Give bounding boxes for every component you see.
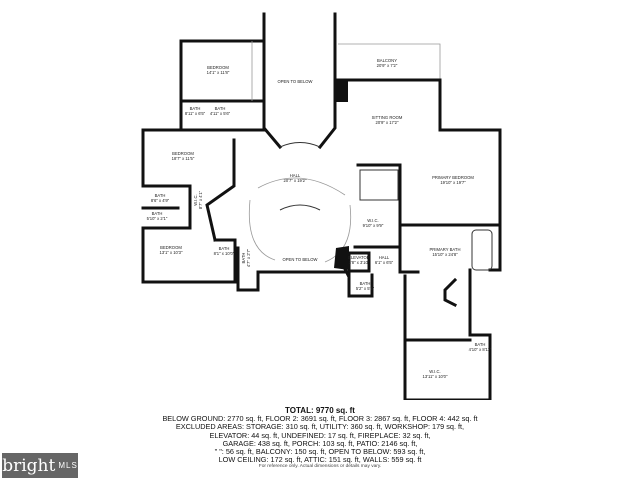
logo-suffix: MLS: [58, 461, 78, 470]
svg-text:BATH: BATH: [155, 193, 166, 198]
svg-text:BALCONY: BALCONY: [377, 58, 397, 63]
svg-text:6'1" x 6'5": 6'1" x 6'5": [375, 260, 394, 265]
walls: [141, 12, 502, 400]
svg-text:9'10" x 9'9": 9'10" x 9'9": [363, 223, 384, 228]
svg-text:W.I.C.: W.I.C.: [193, 194, 198, 205]
room-label: OPEN TO BELOW: [283, 257, 318, 262]
logo-brand: bright: [2, 455, 56, 476]
svg-text:8'1" x 10'0": 8'1" x 10'0": [214, 251, 235, 256]
svg-text:BATH: BATH: [475, 342, 486, 347]
svg-text:ELEVATOR: ELEVATOR: [348, 255, 370, 260]
svg-text:HALL: HALL: [379, 255, 390, 260]
svg-text:5'10" x 2'1": 5'10" x 2'1": [147, 216, 168, 221]
svg-text:18'7" x 11'5": 18'7" x 11'5": [172, 156, 195, 161]
svg-text:BATH: BATH: [152, 211, 163, 216]
svg-text:3'8" x 3'10": 3'8" x 3'10": [349, 260, 370, 265]
svg-text:BATH: BATH: [360, 281, 371, 286]
svg-text:BEDROOM: BEDROOM: [207, 65, 229, 70]
bright-mls-logo: bright MLS: [2, 453, 78, 478]
svg-text:BATH: BATH: [190, 106, 201, 111]
total-area: TOTAL: 9770 sq. ft: [285, 406, 355, 415]
room-label: OPEN TO BELOW: [278, 79, 313, 84]
svg-text:PRIMARY BEDROOM: PRIMARY BEDROOM: [432, 175, 474, 180]
svg-text:BATH: BATH: [219, 246, 230, 251]
summary-line: GARAGE: 438 sq. ft, PORCH: 103 sq. ft, P…: [222, 438, 418, 448]
svg-text:8'7" x 4'1": 8'7" x 4'1": [198, 190, 203, 209]
svg-text:20'9" x 7'2": 20'9" x 7'2": [377, 63, 398, 68]
svg-text:BATH: BATH: [241, 253, 246, 264]
summary-line: BELOW GROUND: 2770 sq. ft, FLOOR 2: 3691…: [162, 414, 478, 424]
svg-text:SITTING ROOM: SITTING ROOM: [372, 115, 403, 120]
summary-line: EXCLUDED AREAS: STORAGE: 310 sq. ft, UTI…: [175, 422, 465, 432]
svg-text:4'10" x 8'11": 4'10" x 8'11": [469, 347, 492, 352]
svg-text:PRIMARY BATH: PRIMARY BATH: [430, 247, 461, 252]
svg-text:8'11" x 6'5": 8'11" x 6'5": [185, 111, 206, 116]
room-label: W.I.C.13'11" x 10'0": [423, 369, 448, 379]
svg-text:OPEN TO BELOW: OPEN TO BELOW: [283, 257, 318, 262]
svg-text:14'1" x 11'8": 14'1" x 11'8": [207, 70, 230, 75]
svg-text:20'7" x 19'2": 20'7" x 19'2": [284, 178, 307, 183]
room-label: W.I.C.8'7" x 4'1": [193, 190, 203, 209]
svg-text:4'11" x 5'6": 4'11" x 5'6": [210, 111, 231, 116]
svg-text:20'9" x 17'2": 20'9" x 17'2": [376, 120, 399, 125]
svg-text:BEDROOM: BEDROOM: [160, 245, 182, 250]
svg-text:BEDROOM: BEDROOM: [172, 151, 194, 156]
summary-line: " ": 56 sq. ft, BALCONY: 150 sq. ft, OPE…: [214, 447, 426, 457]
svg-text:BATH: BATH: [215, 106, 226, 111]
svg-text:5'2" x 5'5": 5'2" x 5'5": [356, 286, 375, 291]
svg-text:OPEN TO BELOW: OPEN TO BELOW: [278, 79, 313, 84]
svg-text:13'11" x 10'0": 13'11" x 10'0": [423, 374, 448, 379]
disclaimer: For reference only. Actual dimensions or…: [258, 464, 382, 469]
svg-text:HALL: HALL: [290, 173, 301, 178]
svg-text:15'10" x 24'8": 15'10" x 24'8": [432, 252, 458, 257]
room-label: W.I.C.9'10" x 9'9": [363, 218, 384, 228]
svg-text:4'7" x 2'7": 4'7" x 2'7": [246, 248, 251, 267]
svg-text:W.I.C.: W.I.C.: [429, 369, 440, 374]
svg-text:W.I.C.: W.I.C.: [367, 218, 378, 223]
svg-text:13'1" x 10'3": 13'1" x 10'3": [160, 250, 183, 255]
svg-text:8'6" x 4'9": 8'6" x 4'9": [151, 198, 170, 203]
summary-line: ELEVATOR: 44 sq. ft, UNDEFINED: 17 sq. f…: [209, 430, 431, 440]
svg-text:19'10" x 19'7": 19'10" x 19'7": [440, 180, 466, 185]
summary-line: LOW CEILING: 172 sq. ft, ATTIC: 151 sq. …: [218, 455, 422, 465]
area-summary: TOTAL: 9770 sq. ft BELOW GROUND: 2770 sq…: [0, 406, 640, 465]
